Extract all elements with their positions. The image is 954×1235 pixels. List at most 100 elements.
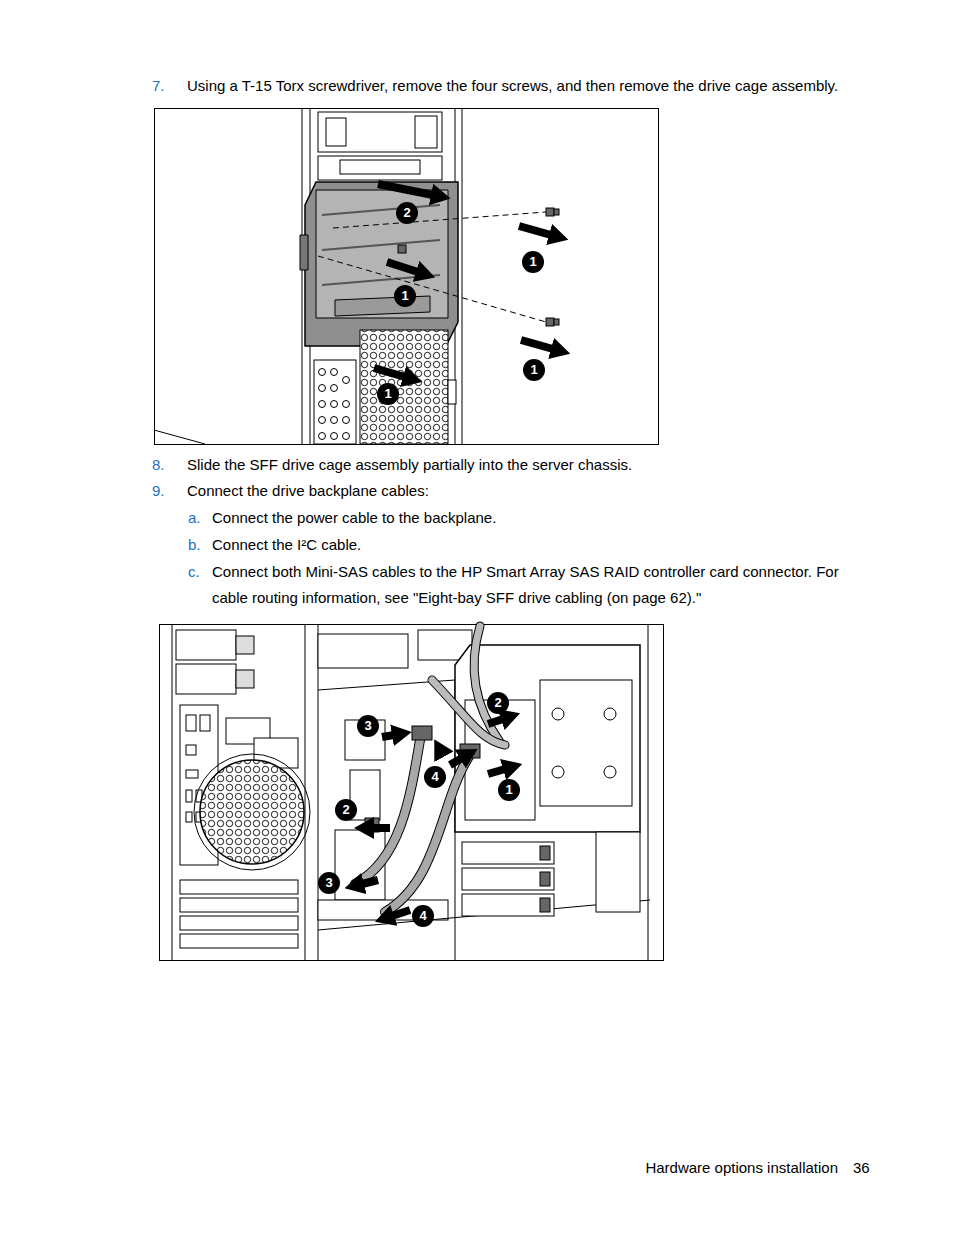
page-footer: Hardware options installation (645, 1159, 838, 1177)
figure-drive-cage-removal-part-part (554, 319, 559, 325)
figure-backplane-cabling-part-part (385, 755, 470, 912)
figure-drive-cage-removal-part (398, 208, 559, 326)
figure-backplane-cabling-part-part (552, 766, 564, 778)
figure-backplane-cabling-part-part (186, 770, 198, 778)
figure-drive-cage-removal-part-part (319, 433, 326, 440)
figure-backplane-cabling-part-part (540, 872, 550, 886)
figure-backplane-cabling-part-part (488, 719, 503, 724)
figure-drive-cage-removal-part-part (319, 417, 326, 424)
figure-backplane-cabling-part (648, 624, 649, 960)
figure-backplane-cabling-part (540, 680, 632, 806)
figure-backplane-cabling-part-part (462, 842, 554, 864)
figure-backplane-cabling-part-part (186, 745, 196, 755)
figure-backplane-cabling-part-part (462, 894, 554, 916)
figure-drive-cage-removal-part-part (398, 245, 406, 253)
callout-number: 3 (357, 715, 379, 737)
figure-drive-cage-removal-part-part (387, 262, 418, 272)
figure-backplane-cabling-part-part (180, 898, 298, 912)
figure-drive-cage-removal-part (335, 296, 430, 316)
figure-drive-cage-removal-part (154, 430, 205, 444)
page-footer: 36 (853, 1159, 870, 1177)
step-text: Connect the power cable to the backplane… (212, 509, 496, 527)
step-number: 7. (152, 77, 165, 95)
figure-backplane-cabling-part-part (392, 910, 410, 916)
figure-backplane-cabling-part (318, 634, 408, 668)
figure-drive-cage-removal-part (360, 330, 448, 444)
figure-drive-cage-removal-part-part (521, 340, 553, 349)
figure-drive-cage-removal-part (300, 235, 308, 270)
callout-number: 1 (522, 251, 544, 273)
figure-backplane-cabling-part-part (355, 740, 420, 884)
figure-backplane-cabling-part-part (462, 868, 554, 890)
figure-backplane-cabling-part (462, 842, 554, 916)
figure-backplane-cabling-part (172, 624, 318, 960)
figure-backplane-cabling-part (318, 680, 455, 960)
figure-drive-cage-removal-part-part (331, 369, 338, 376)
figure-backplane-cabling-part-part (355, 740, 420, 884)
callout-number: 1 (498, 779, 520, 801)
figure-backplane-cabling-part (460, 744, 480, 758)
figure-backplane-cabling-part-part (488, 769, 505, 774)
figure-backplane-cabling-part-part (180, 880, 298, 894)
callout-number: 2 (335, 799, 357, 821)
figure-backplane-cabling-part-part (186, 715, 196, 731)
step-text: Connect both Mini-SAS cables to the HP S… (212, 559, 848, 611)
figure-drive-cage-removal-part-part (331, 401, 338, 408)
figure-drive-cage-removal-part (318, 156, 442, 180)
figure-backplane-cabling-part-part (552, 708, 564, 720)
step-number: 8. (152, 456, 165, 474)
figure-backplane-cabling-part (176, 630, 236, 660)
callout-number: 3 (318, 872, 340, 894)
figure-backplane-cabling-part-part (200, 715, 210, 731)
figure-drive-cage-removal-part-part (519, 226, 551, 235)
figure-backplane-cabling-part-part (604, 708, 616, 720)
step-number: b. (188, 536, 201, 554)
figure-drive-cage-removal-part-part (546, 318, 554, 326)
figure-drive-cage-removal-part (155, 109, 659, 445)
figure-backplane-cabling-part (465, 700, 535, 820)
figure-backplane-cabling-part (176, 664, 236, 694)
figure-backplane-cabling-part-part (180, 916, 298, 930)
figure-backplane-cabling-part-part (450, 758, 462, 765)
figure-backplane-cabling-part-part (372, 824, 390, 832)
figure-backplane-cabling-part (355, 626, 505, 912)
figure-backplane-cabling-part-part (540, 898, 550, 912)
figure-backplane-cabling-part (200, 760, 304, 864)
callout-number: 4 (412, 905, 434, 927)
callout-number: 1 (523, 359, 545, 381)
step-text: Slide the SFF drive cage assembly partia… (187, 456, 632, 474)
figure-backplane-cabling-part (180, 880, 298, 948)
callout-number: 1 (394, 285, 416, 307)
figure-drive-cage-removal-part-part (378, 184, 433, 195)
step-number: 9. (152, 482, 165, 500)
callout-number: 2 (396, 202, 418, 224)
step-text: Using a T-15 Torx screwdriver, remove th… (187, 77, 838, 95)
figure-backplane-cabling-part (596, 832, 640, 912)
figure-drive-cage-removal-part (326, 118, 346, 146)
callout-number: 4 (424, 766, 446, 788)
step-number: a. (188, 509, 201, 527)
callout-number: 2 (487, 692, 509, 714)
figure-drive-cage-removal-part (374, 184, 553, 377)
figure-drive-cage-removal-part (316, 190, 448, 318)
figure-drive-cage-removal-part (314, 360, 356, 444)
step-text: Connect the drive backplane cables: (187, 482, 429, 500)
figure-drive-cage-removal-part (318, 212, 546, 322)
figure-backplane-cabling (160, 624, 664, 961)
figure-drive-cage-removal-part-part (331, 385, 338, 392)
figure-backplane-cabling-part (236, 636, 254, 654)
figure-drive-cage-removal-part (415, 116, 437, 148)
figure-drive-cage-removal-part-part (343, 377, 350, 384)
figure-drive-cage-removal-part-part (319, 401, 326, 408)
figure-drive-cage-removal-part (319, 369, 350, 440)
figure-backplane-cabling-part-part (540, 846, 550, 860)
figure-drive-cage-removal-part-part (546, 208, 554, 216)
figure-backplane-cabling-part (194, 754, 310, 870)
figure-drive-cage-removal-part (448, 380, 456, 404)
figure-drive-cage-removal-part (305, 182, 458, 346)
figure-drive-cage-removal-part-part (331, 417, 338, 424)
figure-drive-cage-removal-part (322, 205, 440, 285)
figure-drive-cage-removal (154, 108, 659, 445)
figure-drive-cage-removal-part-part (331, 433, 338, 440)
